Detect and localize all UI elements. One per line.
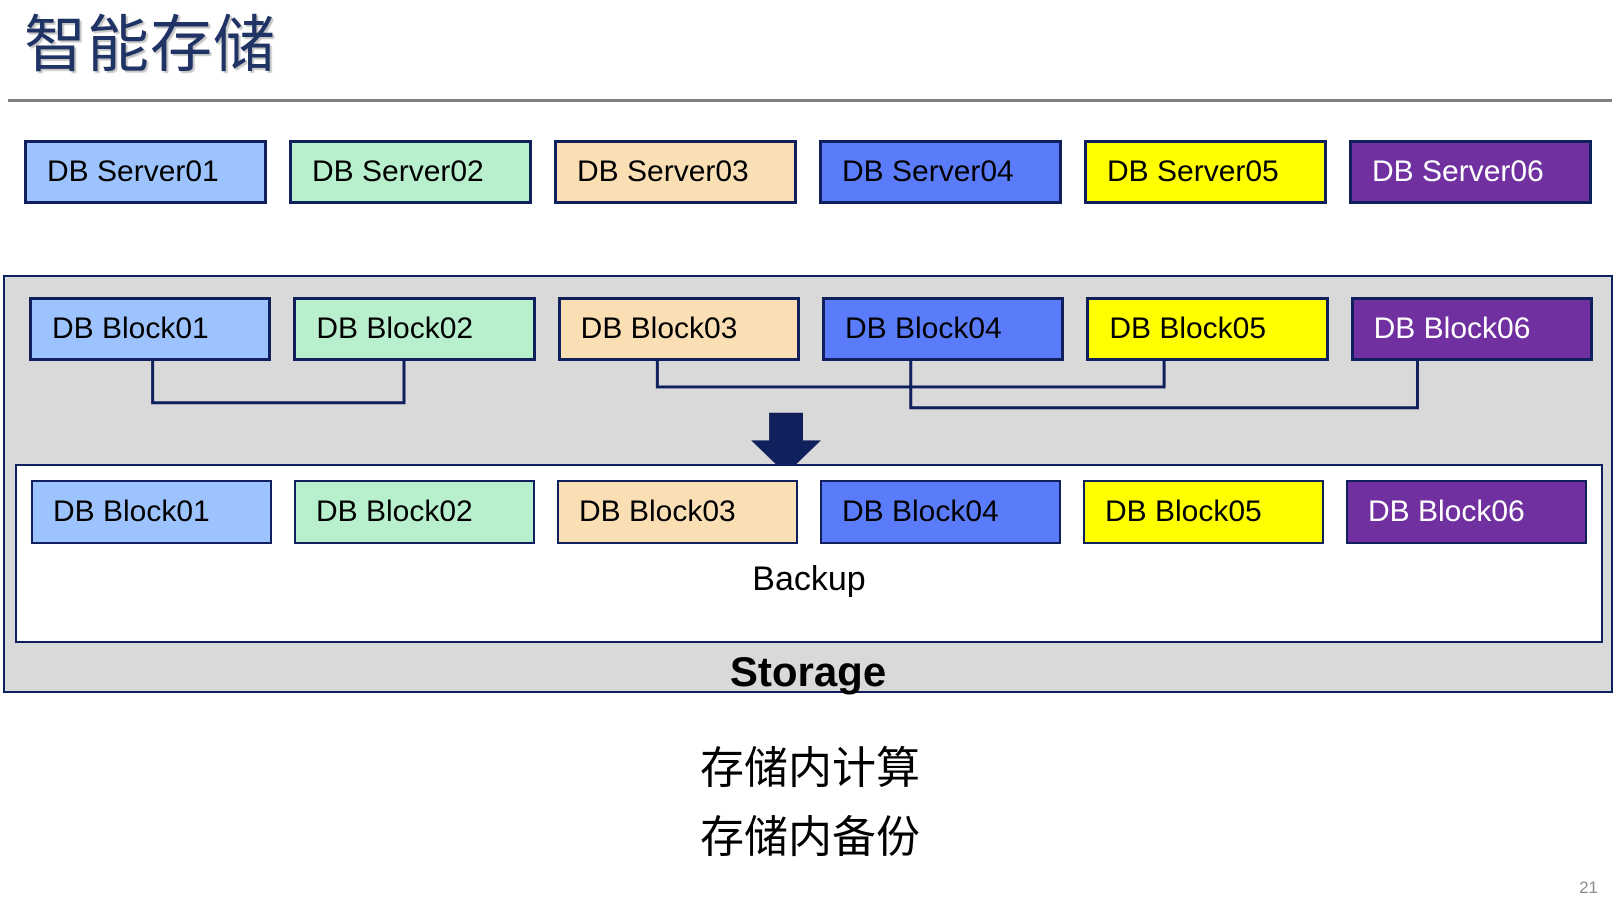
db-server-cell-label: DB Server05	[1107, 155, 1279, 188]
db-block-cell-label: DB Block02	[316, 312, 474, 345]
db-backup-cell-label: DB Block05	[1105, 495, 1262, 528]
db-block-cell-label: DB Block03	[580, 312, 738, 345]
db-block-cell-label: DB Block01	[52, 312, 209, 345]
footnote-line-2: 存储内备份	[700, 813, 920, 862]
storage-label: Storage	[729, 648, 887, 695]
db-server-cell-2: DB Server02	[289, 140, 532, 204]
db-server-cell-6: DB Server06	[1349, 140, 1592, 204]
db-backup-cell-1: DB Block01	[31, 480, 272, 544]
footnote-text: 存储内计算 存储内备份	[0, 734, 1620, 872]
title-divider	[8, 99, 1612, 102]
storage-container: DB Block01 DB Block02 DB Block03 DB Block04…	[3, 275, 1613, 695]
db-block-cell-4: DB Block04	[821, 297, 1065, 361]
db-server-cell-label: DB Server04	[842, 155, 1014, 188]
footnote-line-1: 存储内计算	[700, 744, 920, 793]
db-backup-cell-3: DB Block03	[557, 480, 798, 544]
db-block-cell-2: DB Block02	[293, 297, 536, 361]
db-backup-cell-5: DB Block05	[1083, 480, 1324, 544]
db-block-cell-label: DB Block05	[1109, 312, 1267, 345]
db-backup-cell-6: DB Block06	[1346, 480, 1587, 544]
db-backup-cell-label: DB Block03	[579, 495, 736, 528]
db-block-cell-6: DB Block06	[1350, 297, 1593, 361]
db-server-row: DB Server01 DB Server02 DB Server03 DB Serv…	[24, 140, 1592, 204]
db-block-cell-label: DB Block04	[844, 312, 1002, 345]
db-backup-cell-2: DB Block02	[294, 480, 535, 544]
db-server-cell-1: DB Server01	[24, 140, 267, 204]
db-block-row-primary: DB Block01 DB Block02 DB Block03 DB Block04…	[29, 297, 1593, 361]
page-title: 智能存储	[24, 11, 277, 80]
db-backup-cell-4: DB Block04	[820, 480, 1061, 544]
db-backup-cell-label: DB Block02	[316, 495, 473, 528]
page-number: 21	[1579, 878, 1598, 897]
db-server-cell-5: DB Server05	[1084, 140, 1327, 204]
db-block-cell-1: DB Block01	[29, 297, 272, 361]
db-server-cell-label: DB Server06	[1372, 155, 1544, 188]
db-server-cell-4: DB Server04	[819, 140, 1062, 204]
db-server-cell-label: DB Server02	[312, 155, 484, 188]
connector-bracket-3	[909, 360, 1419, 410]
db-backup-cell-label: DB Block04	[842, 495, 999, 528]
backup-label: Backup	[752, 560, 866, 598]
db-server-cell-label: DB Server01	[47, 155, 219, 188]
connector-bracket-1	[151, 360, 406, 405]
db-block-cell-label: DB Block06	[1373, 312, 1531, 345]
db-server-cell-label: DB Server03	[577, 155, 749, 188]
backup-box: DB Block01 DB Block02 DB Block03 DB Block04…	[15, 464, 1603, 643]
db-backup-cell-label: DB Block06	[1368, 495, 1525, 528]
db-block-row-backup: DB Block01 DB Block02 DB Block03 DB Block04…	[31, 480, 1587, 544]
db-block-cell-3: DB Block03	[557, 297, 800, 361]
db-backup-cell-label: DB Block01	[53, 495, 210, 528]
db-block-cell-5: DB Block05	[1086, 297, 1329, 361]
db-server-cell-3: DB Server03	[554, 140, 797, 204]
connector-bracket-2	[655, 360, 1166, 389]
